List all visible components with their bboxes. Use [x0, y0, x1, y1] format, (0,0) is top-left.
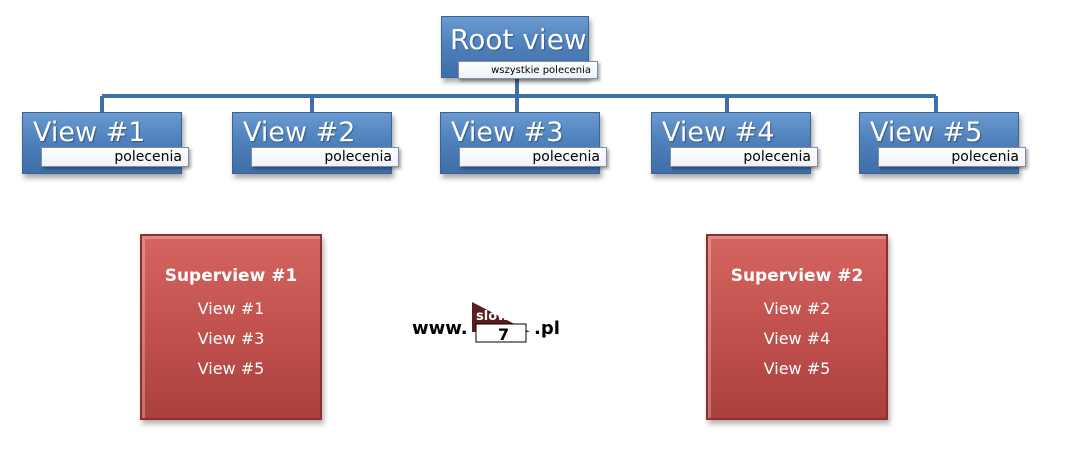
view-box-2: View #2 polecenia: [232, 112, 399, 174]
view-title: View #1: [33, 117, 146, 148]
view-subtitle: polecenia: [878, 147, 1026, 167]
superview-item: View #3: [197, 329, 265, 348]
view-box-3: View #3 polecenia: [440, 112, 607, 174]
root-view-box: Root view wszystkie polecenia: [441, 16, 598, 79]
superview-title: Superview #1: [164, 266, 298, 286]
root-view-title: Root view: [450, 23, 587, 56]
superview-item: View #4: [763, 329, 831, 348]
logo-badge-icon: slow 7: [472, 302, 530, 344]
view-box-4: View #4 polecenia: [651, 112, 818, 174]
view-title: View #3: [451, 117, 564, 148]
superview-title: Superview #2: [730, 266, 864, 286]
superview-item: View #5: [197, 359, 265, 378]
superview-card-2: Superview #2 View #2 View #4 View #5: [706, 234, 888, 420]
superview-card-1: Superview #1 View #1 View #3 View #5: [140, 234, 322, 420]
view-title: View #5: [870, 117, 983, 148]
view-subtitle: polecenia: [251, 147, 399, 167]
site-logo: www. slow 7 .pl: [412, 298, 562, 348]
superview-item: View #1: [197, 299, 265, 318]
view-subtitle: polecenia: [459, 147, 607, 167]
view-box-1: View #1 polecenia: [22, 112, 189, 174]
view-box-5: View #5 polecenia: [859, 112, 1026, 174]
superview-item: View #2: [763, 299, 831, 318]
view-subtitle: polecenia: [670, 147, 818, 167]
view-title: View #2: [243, 117, 356, 148]
logo-suffix: .pl: [534, 318, 560, 339]
logo-badge-number: 7: [498, 325, 509, 344]
logo-badge-top: slow: [476, 309, 509, 324]
logo-prefix: www.: [412, 318, 468, 339]
superview-item: View #5: [763, 359, 831, 378]
view-title: View #4: [662, 117, 775, 148]
view-subtitle: polecenia: [41, 147, 189, 167]
root-view-subtitle: wszystkie polecenia: [458, 61, 598, 79]
